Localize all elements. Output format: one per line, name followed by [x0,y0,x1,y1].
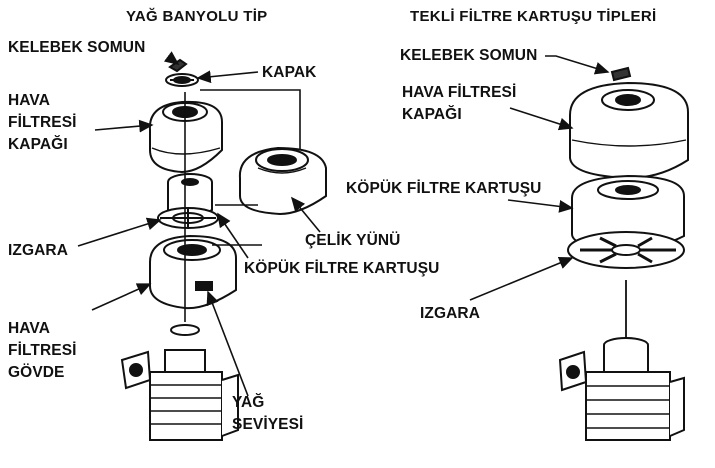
right-engine [558,337,685,441]
left-filter-cover [148,100,223,174]
left-cover [165,73,199,87]
left-oil-level-line2: SEVİYESİ [232,416,304,433]
left-filter-cover-line1: HAVA [8,92,51,109]
left-grid-label: IZGARA [8,242,69,259]
right-filter-cover-line1: HAVA FİLTRESİ [402,84,517,101]
left-filter-body-line2: FİLTRESİ [8,342,77,359]
left-foam-label: KÖPÜK FİLTRE KARTUŞU [244,260,440,277]
left-filter-cover-label: HAVA FİLTRESİ KAPAĞI [8,90,77,156]
right-grid [567,231,685,269]
right-filter-cover-label: HAVA FİLTRESİ KAPAĞI [402,82,516,126]
right-title: TEKLİ FİLTRE KARTUŞU TİPLERİ [410,8,657,25]
left-steel-wool [238,146,327,216]
left-oil-level-line1: YAĞ [232,394,265,411]
left-engine [120,324,239,441]
right-wing-nut [610,66,632,82]
right-foam [571,174,685,252]
left-filter-cover-line3: KAPAĞI [8,136,68,153]
left-leaders [77,51,321,397]
left-filter-body [149,234,237,310]
left-wing-nut-label: KELEBEK SOMUN [8,39,146,56]
left-oil-level-label: YAĞ SEVİYESİ [232,392,303,436]
left-cover-label: KAPAK [262,64,317,81]
left-filter-body-label: HAVA FİLTRESİ GÖVDE [8,318,77,384]
right-leaders [469,55,610,301]
left-filter-body-line1: HAVA [8,320,51,337]
left-grid [157,207,219,229]
left-title: YAĞ BANYOLU TİP [126,8,268,25]
left-wing-nut [168,58,188,73]
right-grid-label: IZGARA [420,305,481,322]
right-filter-cover-line2: KAPAĞI [402,106,462,123]
right-foam-label: KÖPÜK FİLTRE KARTUŞU [346,180,542,197]
left-assembly-lines [184,89,301,322]
right-wing-nut-label: KELEBEK SOMUN [400,47,538,64]
right-filter-cover [569,81,689,180]
left-filter-cover-line2: FİLTRESİ [8,114,77,131]
left-steel-wool-label: ÇELİK YÜNÜ [305,232,401,249]
left-filter-body-line3: GÖVDE [8,364,65,381]
